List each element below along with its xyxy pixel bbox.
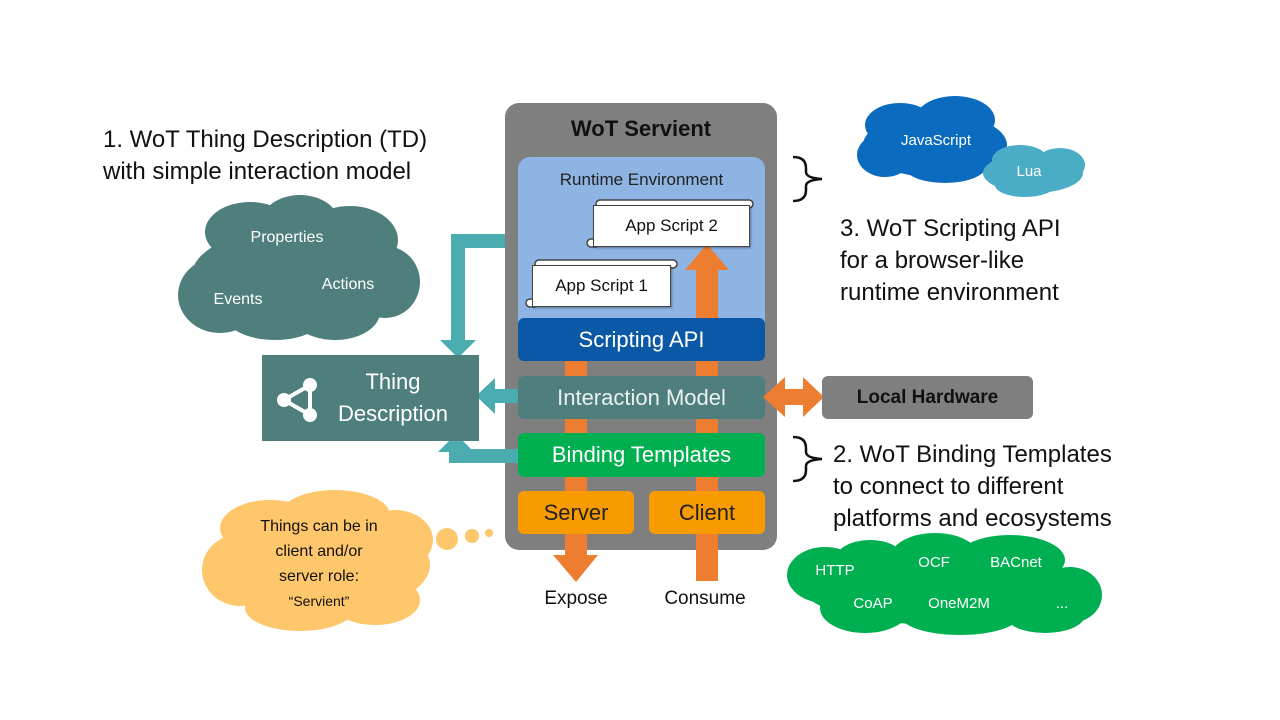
client-layer: Client — [649, 491, 765, 534]
consume-arrow-head — [685, 244, 729, 270]
interaction-to-td-shaft — [492, 389, 518, 403]
expose-label: Expose — [544, 588, 608, 609]
scripting-api-layer: Scripting API — [518, 318, 765, 361]
runtime-to-td-arrowhead — [440, 340, 476, 358]
server-layer: Server — [518, 491, 634, 534]
scripting-section-line2: runtime environment — [840, 279, 1059, 306]
protocol-http: HTTP — [815, 562, 854, 579]
binding-section-line2: platforms and ecosystems — [833, 505, 1112, 532]
binding-brace — [792, 435, 823, 483]
protocol-onem2m: OneM2M — [928, 595, 990, 612]
app-script-1: App Script 1 — [532, 265, 671, 307]
thing-description-label: Thing Description — [318, 366, 468, 430]
scripting-brace — [792, 155, 823, 203]
scripting-section-line1: for a browser-like — [840, 247, 1025, 274]
binding-templates-layer: Binding Templates — [518, 433, 765, 477]
td-section-title: 1. WoT Thing Description (TD) — [103, 126, 428, 153]
cloud-actions: Actions — [322, 276, 374, 293]
note-line2: client and/or — [275, 543, 363, 560]
binding-section-line1: to connect to different — [833, 473, 1064, 500]
cloud-javascript: JavaScript — [901, 132, 972, 149]
lua-cloud-shape — [983, 145, 1085, 197]
hardware-arrow-shaft — [780, 389, 808, 405]
app-script-2: App Script 2 — [593, 205, 750, 247]
cloud-lua: Lua — [1016, 163, 1042, 180]
expose-arrow-head — [553, 555, 598, 582]
runtime-to-td-arrow — [451, 234, 505, 342]
protocol-ocf: OCF — [918, 554, 950, 571]
javascript-cloud-shape — [857, 96, 1007, 183]
note-line1: Things can be in — [260, 518, 378, 535]
hardware-arrow-left-head — [763, 377, 785, 417]
scripting-section-title: 3. WoT Scripting API — [840, 215, 1061, 242]
runtime-environment-label: Runtime Environment — [559, 170, 724, 189]
consume-label: Consume — [664, 588, 746, 609]
td-section-subtitle: with simple interaction model — [103, 158, 412, 185]
interaction-model-layer: Interaction Model — [518, 376, 765, 419]
hardware-arrow-right-head — [803, 377, 824, 417]
binding-section-title: 2. WoT Binding Templates — [833, 441, 1112, 468]
cloud-events: Events — [214, 291, 263, 308]
protocol-coap: CoAP — [853, 595, 892, 612]
td-label-line2: Description — [337, 401, 449, 426]
note-line3: server role: — [278, 568, 360, 585]
thing-description-box — [262, 355, 479, 441]
protocol-more: ... — [1056, 595, 1069, 612]
interaction-to-td-arrowhead — [476, 378, 495, 414]
note-line4: “Servient” — [288, 593, 350, 609]
cloud-properties: Properties — [251, 229, 324, 246]
note-cloud-shape — [202, 490, 493, 631]
servient-title: WoT Servient — [570, 116, 712, 141]
td-section-label: 1. WoT Thing Description (TD) with simpl… — [103, 124, 483, 188]
protocol-bacnet: BACnet — [990, 554, 1043, 571]
scripting-section-label: 3. WoT Scripting API for a browser-like … — [840, 213, 1140, 309]
binding-to-td-arrowhead — [438, 434, 474, 452]
local-hardware-box: Local Hardware — [822, 376, 1033, 419]
binding-section-label: 2. WoT Binding Templates to connect to d… — [833, 439, 1193, 535]
servient-note: Things can be in client and/or server ro… — [222, 514, 416, 614]
share-nodes-icon — [277, 378, 317, 422]
protocol-cloud-shape — [787, 533, 1102, 635]
td-cloud-shape — [178, 195, 420, 340]
td-label-line1: Thing — [365, 369, 421, 394]
